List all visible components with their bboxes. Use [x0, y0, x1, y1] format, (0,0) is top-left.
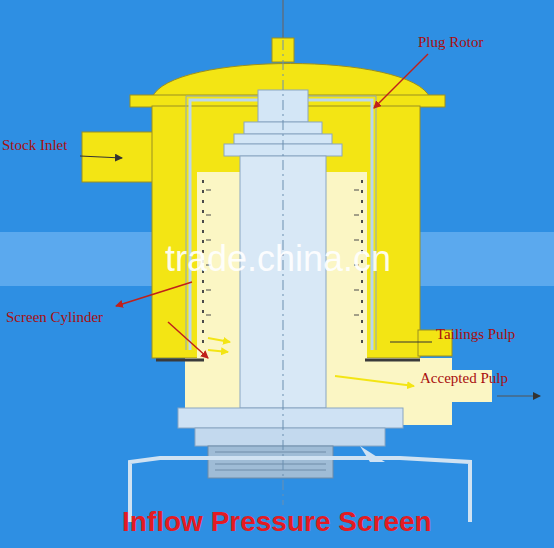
part-label: Tailings Pulp [436, 326, 515, 343]
diagram-title: Inflow Pressure Screen [122, 506, 432, 538]
part-label: Screen Cylinder [6, 309, 103, 326]
part-label: Plug Rotor [418, 34, 483, 51]
part-label: Accepted Pulp [420, 370, 508, 387]
part-label: Stock Inlet [2, 137, 67, 154]
watermark: trade.china.cn [165, 238, 391, 279]
